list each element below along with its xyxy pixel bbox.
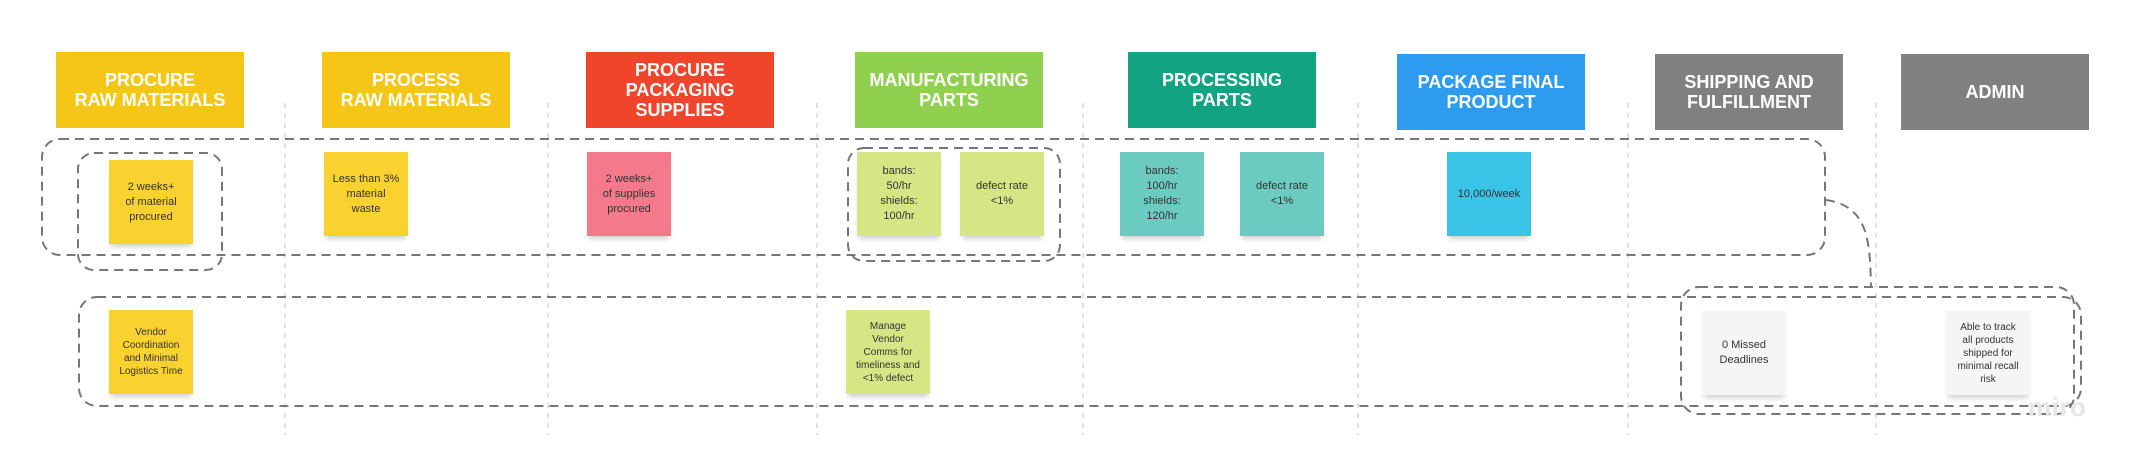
sticky-note-vendor-coordination[interactable]: Vendor Coordination and Minimal Logistic… <box>109 310 193 394</box>
sticky-note-manufacturing-defect[interactable]: defect rate <1% <box>960 152 1044 236</box>
sticky-note-manage-vendor[interactable]: Manage Vendor Comms for timeliness and <… <box>846 310 930 394</box>
sticky-note-manufacturing-rate[interactable]: bands: 50/hr shields: 100/hr <box>857 152 941 236</box>
sticky-note-procure-raw-top[interactable]: 2 weeks+ of material procured <box>109 160 193 244</box>
sticky-note-track-products[interactable]: Able to track all products shipped for m… <box>1946 311 2030 395</box>
column-header-process-raw-materials[interactable]: PROCESS RAW MATERIALS <box>322 52 510 128</box>
column-header-procure-packaging-supplies[interactable]: PROCURE PACKAGING SUPPLIES <box>586 52 774 128</box>
column-header-procure-raw-materials[interactable]: PROCURE RAW MATERIALS <box>56 52 244 128</box>
sticky-note-process-raw-top[interactable]: Less than 3% material waste <box>324 152 408 236</box>
column-header-processing-parts[interactable]: PROCESSING PARTS <box>1128 52 1316 128</box>
miro-logo: miro <box>2028 392 2087 422</box>
column-header-admin[interactable]: ADMIN <box>1901 54 2089 130</box>
sticky-note-missed-deadlines[interactable]: 0 Missed Deadlines <box>1702 311 1786 395</box>
column-header-package-final-product[interactable]: PACKAGE FINAL PRODUCT <box>1397 54 1585 130</box>
sticky-note-packaging-top[interactable]: 2 weeks+ of supplies procured <box>587 152 671 236</box>
connector-curve <box>1825 199 1872 288</box>
sticky-note-processing-defect[interactable]: defect rate <1% <box>1240 152 1324 236</box>
sticky-note-package-rate[interactable]: 10,000/week <box>1447 152 1531 236</box>
column-header-shipping-and-fulfillment[interactable]: SHIPPING AND FULFILLMENT <box>1655 54 1843 130</box>
column-header-manufacturing-parts[interactable]: MANUFACTURING PARTS <box>855 52 1043 128</box>
sticky-note-processing-rate[interactable]: bands: 100/hr shields: 120/hr <box>1120 152 1204 236</box>
